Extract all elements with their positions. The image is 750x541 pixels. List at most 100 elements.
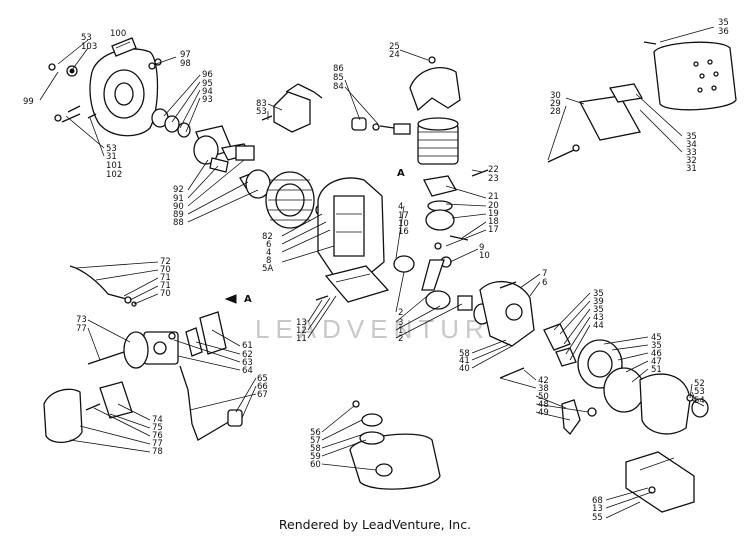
callout-label: 31 (686, 164, 697, 174)
callout-label: 70 (160, 265, 171, 275)
crankshaft-assembly (193, 125, 271, 199)
callout-group-30-28: 30 29 28 (550, 91, 561, 117)
section-marker-a-left: A (244, 294, 252, 305)
callout-label: 35 (651, 341, 662, 351)
callout-label: 85 (333, 73, 344, 83)
callout-label: 72 (160, 257, 171, 267)
callout-label: 42 (538, 376, 549, 386)
callout-label: 34 (686, 140, 697, 150)
callout-label: 35 (718, 18, 729, 28)
callout-group-22-23: 22 23 (488, 165, 499, 184)
callout-label: 64 (242, 366, 253, 376)
callout-label: 67 (257, 390, 268, 400)
callout-label: 51 (651, 365, 662, 375)
air-filter-cover (43, 381, 133, 443)
callout-label: 102 (106, 170, 122, 180)
callout-label: 2 (398, 334, 403, 344)
callout-group-21-17: 21 20 19 18 17 (488, 192, 499, 235)
crankcase-right-half (479, 280, 535, 347)
callout-group-2-3-1: 2 3 1 2 (398, 308, 403, 344)
callout-label: 96 (202, 70, 213, 80)
callout-label: 16 (398, 227, 409, 237)
callout-label: 53 (694, 387, 705, 397)
callout-label: 77 (152, 439, 163, 449)
callout-group-56-60: 56 57 58 59 60 (310, 428, 321, 470)
callout-label: 41 (459, 356, 470, 366)
section-marker-a-top: A (397, 168, 405, 179)
callout-label: 4 (398, 202, 403, 212)
connecting-rod-crank (393, 255, 491, 325)
throttle-cable (69, 265, 137, 307)
callout-label: 17 (398, 211, 409, 221)
bearing-seal-stack (148, 58, 191, 138)
callout-group-42-49: 42 38 50 48 49 (538, 376, 549, 418)
callout-label: 54 (694, 396, 705, 406)
callout-leaders (39, 26, 715, 519)
callout-label: 43 (593, 313, 604, 323)
callout-label: 57 (310, 436, 321, 446)
callout-label: 95 (202, 79, 213, 89)
callout-label: 63 (242, 358, 253, 368)
callout-label: 70 (160, 289, 171, 299)
callout-label: 6 (542, 278, 547, 288)
callout-label: 55 (592, 513, 603, 523)
callout-label: 83 (256, 99, 267, 109)
callout-label: 97 (180, 50, 191, 60)
callout-group-61-64: 61 62 63 64 (242, 341, 253, 376)
callout-label: 45 (651, 333, 662, 343)
callout-label: 47 (651, 357, 662, 367)
callout-label: 82 (262, 232, 273, 242)
callout-group-53-103-100: 53 103 100 (81, 29, 126, 52)
callout-label: 3 (398, 318, 403, 328)
callout-label: 89 (173, 210, 184, 220)
callout-label: 86 (333, 64, 344, 74)
recoil-starter (577, 339, 709, 435)
callout-label: 19 (488, 209, 499, 219)
callout-group-99: 99 (23, 97, 34, 107)
gasket-piston-rings (423, 175, 469, 268)
callout-group-96-93: 96 95 94 93 (202, 70, 213, 105)
callout-label: 31 (106, 152, 117, 162)
callout-label: 84 (333, 82, 344, 92)
callout-group-7-6: 7 6 (542, 269, 547, 288)
callout-label: 61 (242, 341, 253, 351)
intake-block (315, 265, 390, 303)
callout-label: 56 (310, 428, 321, 438)
callout-label: 58 (459, 349, 470, 359)
callout-label: 75 (152, 423, 163, 433)
caption-text: Rendered by LeadVenture, Inc. (278, 517, 472, 532)
callout-group-74-78: 74 75 76 77 78 (152, 415, 163, 457)
callout-label: 8 (266, 256, 271, 266)
callout-group-13-11: 13 12 11 (296, 318, 307, 344)
callout-label: 5A (262, 264, 273, 274)
callout-group-35-36-top: 35 36 (718, 18, 729, 37)
callout-label: 49 (538, 408, 549, 418)
callout-label: 77 (76, 324, 87, 334)
callout-label: 10 (398, 219, 409, 229)
callout-label: 11 (296, 334, 307, 344)
left-screws-washers (48, 63, 97, 123)
carburetor (87, 311, 227, 369)
section-arrow-icon (224, 294, 237, 304)
callout-label: 38 (538, 384, 549, 394)
callout-label: 4 (266, 248, 271, 258)
callout-label: 62 (242, 350, 253, 360)
callout-label: 23 (488, 174, 499, 184)
callout-label: 21 (488, 192, 499, 202)
callout-group-53-102: 53 31 101 102 (106, 144, 122, 180)
callout-label: 35 (593, 305, 604, 315)
callout-label: 53 (256, 107, 267, 117)
callout-label: 68 (592, 496, 603, 506)
callout-label: 59 (310, 452, 321, 462)
callout-label: 32 (686, 156, 697, 166)
callout-label: 10 (479, 251, 490, 261)
callout-label: 103 (81, 42, 97, 52)
callout-label: 71 (160, 273, 171, 283)
callout-group-25-24: 25 24 (389, 42, 400, 60)
callout-label: 52 (694, 379, 705, 389)
cylinder-cover (409, 56, 461, 112)
callout-group-82-5a: 82 6 4 8 5A (262, 232, 273, 274)
fuel-line (179, 365, 243, 441)
callout-group-35-44: 35 39 35 43 44 (593, 289, 604, 331)
callout-label: 65 (257, 374, 268, 384)
